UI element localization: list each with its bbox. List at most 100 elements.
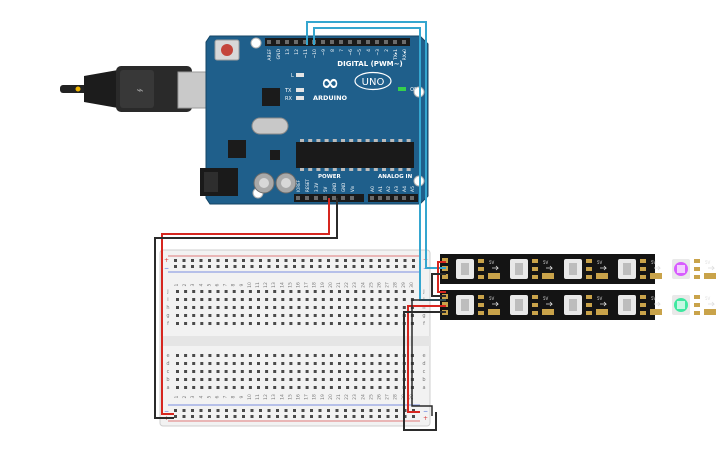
rail-hole[interactable]: [259, 265, 262, 268]
header-pin[interactable]: [330, 40, 334, 44]
breadboard-hole[interactable]: [338, 354, 341, 357]
breadboard-hole[interactable]: [329, 298, 333, 301]
breadboard-hole[interactable]: [216, 290, 220, 293]
breadboard-hole[interactable]: [192, 378, 196, 381]
rail-hole[interactable]: [182, 259, 186, 262]
breadboard-hole[interactable]: [305, 378, 309, 381]
rail-hole[interactable]: [259, 409, 262, 412]
rail-hole[interactable]: [386, 415, 390, 418]
breadboard-hole[interactable]: [176, 314, 179, 317]
rail-hole[interactable]: [395, 265, 398, 268]
reset-button[interactable]: [214, 39, 240, 61]
rail-hole[interactable]: [327, 265, 330, 268]
header-pin[interactable]: [375, 40, 379, 44]
rail-hole[interactable]: [327, 409, 330, 412]
breadboard-hole[interactable]: [378, 386, 382, 389]
wire-strip1-gnd[interactable]: [431, 273, 446, 297]
breadboard-hole[interactable]: [289, 322, 293, 325]
breadboard-hole[interactable]: [200, 386, 204, 389]
wire-strip1-5v[interactable]: [437, 261, 446, 293]
breadboard-hole[interactable]: [281, 322, 285, 325]
rail-hole[interactable]: [361, 259, 364, 262]
breadboard-hole[interactable]: [240, 314, 244, 317]
breadboard-hole[interactable]: [297, 378, 301, 381]
breadboard-hole[interactable]: [321, 306, 325, 309]
rail-hole[interactable]: [191, 259, 194, 262]
breadboard-hole[interactable]: [297, 298, 301, 301]
rail-hole[interactable]: [412, 265, 415, 268]
breadboard-hole[interactable]: [176, 298, 179, 301]
breadboard-hole[interactable]: [184, 290, 188, 293]
breadboard-hole[interactable]: [354, 370, 358, 373]
breadboard-hole[interactable]: [281, 362, 285, 365]
rail-hole[interactable]: [174, 259, 177, 262]
breadboard-hole[interactable]: [216, 306, 220, 309]
breadboard-hole[interactable]: [329, 290, 333, 293]
breadboard-hole[interactable]: [386, 386, 390, 389]
breadboard-hole[interactable]: [386, 306, 390, 309]
breadboard-hole[interactable]: [338, 306, 341, 309]
rail-hole[interactable]: [233, 409, 237, 412]
rail-hole[interactable]: [378, 259, 381, 262]
header-pin[interactable]: [303, 40, 307, 44]
rail-hole[interactable]: [216, 409, 220, 412]
breadboard-hole[interactable]: [346, 362, 350, 365]
breadboard-hole[interactable]: [273, 290, 277, 293]
breadboard-hole[interactable]: [289, 362, 293, 365]
breadboard-hole[interactable]: [281, 314, 285, 317]
breadboard-hole[interactable]: [354, 306, 358, 309]
header-pin[interactable]: [370, 196, 374, 200]
breadboard-hole[interactable]: [232, 298, 236, 301]
rail-hole[interactable]: [233, 265, 237, 268]
breadboard-hole[interactable]: [265, 298, 269, 301]
breadboard-hole[interactable]: [346, 322, 350, 325]
rail-hole[interactable]: [208, 409, 211, 412]
breadboard-hole[interactable]: [402, 306, 406, 309]
breadboard-hole[interactable]: [200, 306, 204, 309]
breadboard-hole[interactable]: [386, 354, 390, 357]
breadboard-hole[interactable]: [289, 386, 293, 389]
rail-hole[interactable]: [352, 409, 356, 412]
rail-hole[interactable]: [310, 259, 313, 262]
rail-hole[interactable]: [293, 409, 296, 412]
breadboard-hole[interactable]: [265, 314, 269, 317]
breadboard-hole[interactable]: [208, 386, 212, 389]
strip-pad[interactable]: [442, 274, 448, 279]
breadboard-hole[interactable]: [208, 322, 212, 325]
breadboard-hole[interactable]: [394, 290, 398, 293]
header-pin[interactable]: [296, 196, 300, 200]
rail-hole[interactable]: [182, 415, 186, 418]
breadboard-hole[interactable]: [338, 386, 341, 389]
rail-hole[interactable]: [352, 415, 356, 418]
rail-hole[interactable]: [327, 415, 330, 418]
rail-hole[interactable]: [225, 409, 228, 412]
breadboard-hole[interactable]: [313, 370, 317, 373]
rail-hole[interactable]: [199, 259, 203, 262]
rail-hole[interactable]: [250, 415, 254, 418]
breadboard-hole[interactable]: [200, 314, 204, 317]
rail-hole[interactable]: [378, 409, 381, 412]
breadboard-hole[interactable]: [338, 362, 341, 365]
breadboard-hole[interactable]: [362, 370, 366, 373]
breadboard-hole[interactable]: [257, 322, 260, 325]
header-pin[interactable]: [410, 196, 414, 200]
breadboard-hole[interactable]: [386, 322, 390, 325]
breadboard-hole[interactable]: [313, 306, 317, 309]
breadboard-hole[interactable]: [248, 322, 252, 325]
wires[interactable]: [154, 21, 446, 431]
rail-hole[interactable]: [352, 265, 356, 268]
breadboard-hole[interactable]: [370, 370, 374, 373]
rail-hole[interactable]: [216, 415, 220, 418]
breadboard-hole[interactable]: [240, 362, 244, 365]
rail-hole[interactable]: [352, 259, 356, 262]
breadboard-hole[interactable]: [354, 354, 358, 357]
breadboard-hole[interactable]: [273, 362, 277, 365]
breadboard-hole[interactable]: [216, 298, 220, 301]
breadboard-hole[interactable]: [289, 290, 293, 293]
breadboard-hole[interactable]: [297, 322, 301, 325]
breadboard-hole[interactable]: [321, 322, 325, 325]
rail-hole[interactable]: [386, 259, 390, 262]
breadboard-hole[interactable]: [265, 306, 269, 309]
rail-hole[interactable]: [310, 409, 313, 412]
rail-hole[interactable]: [395, 409, 398, 412]
